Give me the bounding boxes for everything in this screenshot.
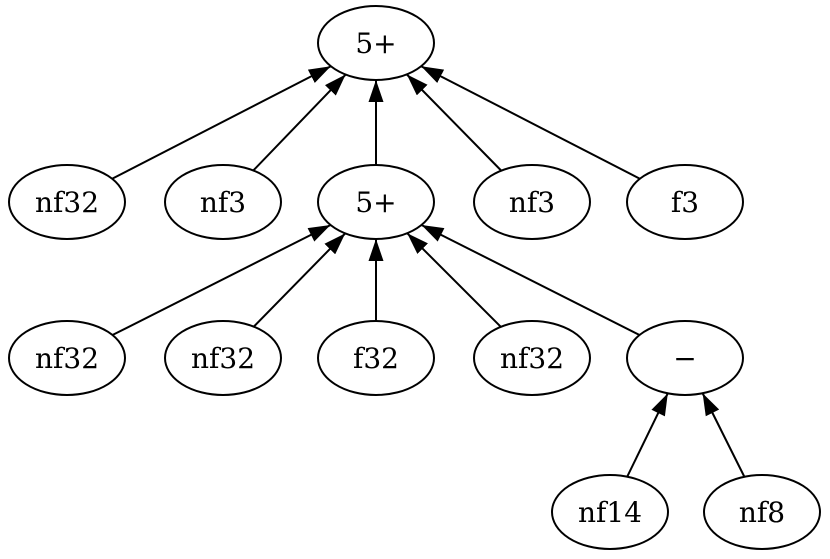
node-ellipse-nf32-4 (473, 320, 591, 396)
edge-nf14-1-to-minus-1 (626, 392, 669, 478)
nodes-layer: 5+ nf32 nf3 5+ nf3 f3 nf32 nf32 f32 nf32 − nf14 nf8 (8, 5, 821, 550)
node-nf32-3: nf32 (164, 320, 282, 396)
node-sum-top: 5+ (317, 5, 435, 81)
edge-nf32-4-to-sum-mid (406, 232, 502, 328)
node-nf32-1: nf32 (8, 164, 126, 240)
node-ellipse-nf32-3 (164, 320, 282, 396)
node-label-nf32-2: nf32 (35, 342, 99, 375)
node-label-sum-top: 5+ (355, 27, 396, 60)
node-ellipse-nf3-1 (164, 164, 282, 240)
node-label-nf8-1: nf8 (739, 496, 785, 529)
node-ellipse-nf3-2 (473, 164, 591, 240)
node-ellipse-nf8-1 (703, 474, 821, 550)
node-ellipse-nf32-1 (8, 164, 126, 240)
edge-nf32-2-to-sum-mid (112, 224, 331, 336)
node-label-nf32-4: nf32 (500, 342, 564, 375)
node-ellipse-nf14-1 (551, 474, 669, 550)
edge-nf3-1-to-sum-top (252, 73, 347, 172)
node-ellipse-f32-1 (317, 320, 435, 396)
node-ellipse-minus-1 (626, 320, 744, 396)
node-ellipse-sum-mid (317, 164, 435, 240)
node-label-f32-1: f32 (353, 342, 399, 375)
node-nf32-2: nf32 (8, 320, 126, 396)
node-label-nf14-1: nf14 (578, 496, 642, 529)
node-nf8-1: nf8 (703, 474, 821, 550)
node-minus-1: − (626, 320, 744, 396)
node-f3-1: f3 (626, 164, 744, 240)
node-label-nf32-3: nf32 (191, 342, 255, 375)
edges-layer (111, 65, 746, 478)
node-label-sum-mid: 5+ (355, 186, 396, 219)
node-ellipse-f3-1 (626, 164, 744, 240)
node-nf32-4: nf32 (473, 320, 591, 396)
node-ellipse-sum-top (317, 5, 435, 81)
edge-nf32-3-to-sum-mid (253, 232, 346, 328)
node-label-f3-1: f3 (671, 186, 699, 219)
edge-nf8-1-to-minus-1 (701, 392, 746, 478)
edge-f3-1-to-sum-top (420, 65, 641, 180)
node-label-nf3-1: nf3 (200, 186, 246, 219)
edge-nf3-2-to-sum-top (406, 73, 502, 172)
node-ellipse-nf32-2 (8, 320, 126, 396)
node-label-nf32-1: nf32 (35, 186, 99, 219)
node-label-minus-1: − (673, 342, 696, 375)
node-label-nf3-2: nf3 (509, 186, 555, 219)
node-nf14-1: nf14 (551, 474, 669, 550)
node-nf3-1: nf3 (164, 164, 282, 240)
node-sum-mid: 5+ (317, 164, 435, 240)
node-f32-1: f32 (317, 320, 435, 396)
edge-nf32-1-to-sum-top (111, 65, 332, 180)
node-nf3-2: nf3 (473, 164, 591, 240)
edge-minus-1-to-sum-mid (421, 224, 640, 336)
